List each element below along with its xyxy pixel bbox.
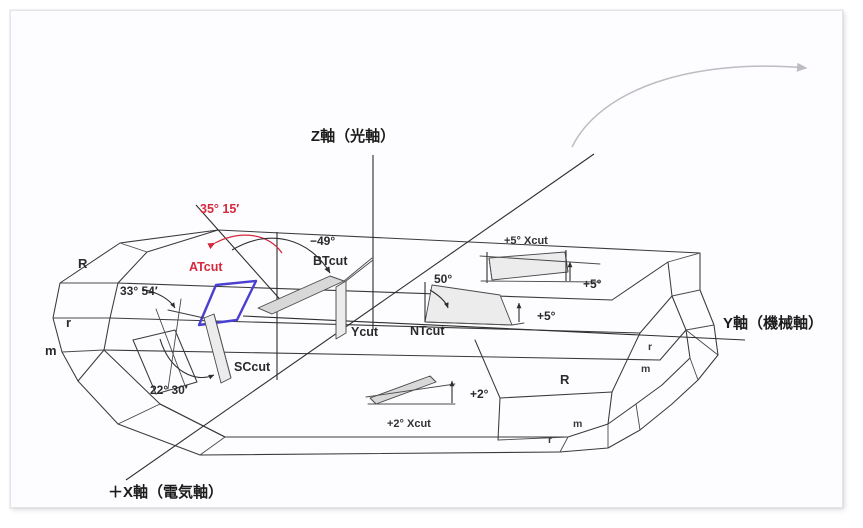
- atcut-label: ATcut: [189, 260, 223, 274]
- face-label-m-left: m: [45, 343, 57, 358]
- axis-x: [125, 153, 595, 481]
- face-label-R-right: R: [560, 372, 570, 387]
- face-label-m-right-upper: m: [641, 363, 650, 375]
- ntcut-angle-label: 50°: [434, 272, 452, 286]
- figure-frame: [10, 10, 843, 508]
- axis-x-label: ＋X軸（電気軸）: [108, 483, 223, 501]
- face-label-r-right-lower: r: [548, 434, 552, 446]
- rotation-arrow-icon: [571, 62, 808, 148]
- xcut2-plate: [365, 375, 456, 405]
- xcut2-label: +2° Xcut: [387, 418, 431, 430]
- face-label-r-left: r: [66, 315, 71, 330]
- axis-y-label: Y軸（機械軸）: [723, 314, 823, 332]
- axis-z-label: Z軸（光軸）: [311, 127, 395, 145]
- crystal-body-outline: [52, 229, 719, 456]
- face-label-m-right-lower: m: [573, 418, 582, 430]
- sccut-label: SCcut: [234, 360, 271, 374]
- atcut-plate: [195, 204, 331, 327]
- xcut5-label: +5° Xcut: [504, 235, 548, 247]
- face-label-r-right-upper: r: [648, 341, 652, 353]
- axis-y: [242, 315, 746, 341]
- left-angle-label: 33° 54′: [120, 284, 158, 298]
- xcut2-angle-label: +2°: [470, 387, 489, 401]
- btcut-label: BTcut: [313, 254, 348, 268]
- xcut5-mid-angle-label: +5°: [537, 309, 556, 323]
- ntcut-plate: [424, 282, 525, 326]
- btcut-plate: [257, 257, 373, 315]
- atcut-angle-label: 35° 15′: [200, 202, 239, 216]
- xcut5-plate: [479, 250, 601, 283]
- face-label-R-left: R: [78, 256, 88, 271]
- ntcut-label: NTcut: [410, 324, 445, 338]
- btcut-angle-label: −49°: [310, 234, 335, 248]
- ycut-label: Ycut: [351, 325, 379, 339]
- ycut-plate: [335, 259, 374, 340]
- sccut-angle-label: 22° 30′: [150, 383, 188, 397]
- sccut-plate: [132, 288, 232, 395]
- xcut5-angle-label: +5°: [583, 277, 602, 291]
